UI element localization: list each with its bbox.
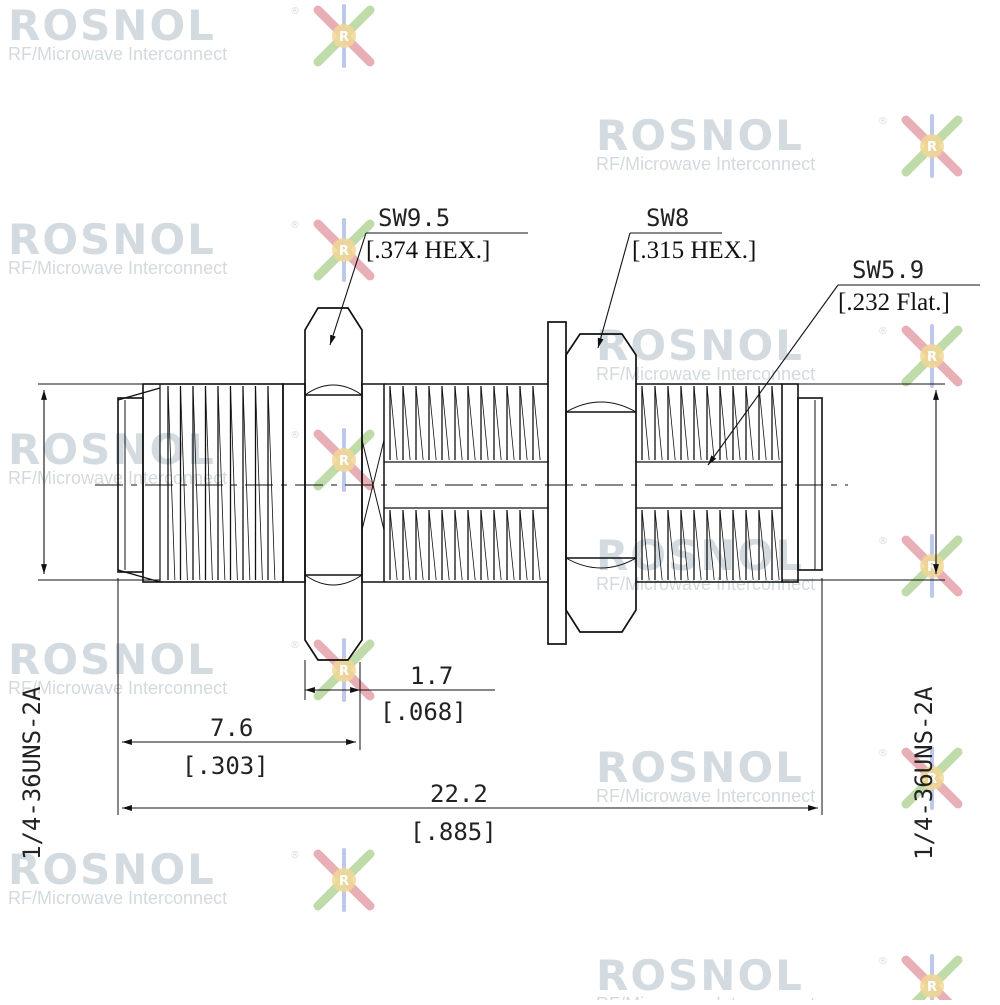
sw8-inch-label: [.315 HEX.] — [632, 237, 756, 264]
right-thread-spec: 1/4-36UNS-2A — [910, 686, 938, 860]
rosnol-star-icon: R — [901, 746, 963, 810]
svg-text:®: ® — [290, 220, 300, 231]
rosnol-watermark: ROSNOL ® RF/Microwave Interconnect R — [596, 321, 963, 388]
rosnol-star-icon: R — [313, 4, 375, 68]
svg-text:RF/Microwave Interconnect: RF/Microwave Interconnect — [596, 574, 815, 594]
dim-22-2-in: [.885] — [410, 818, 497, 846]
svg-text:ROSNOL: ROSNOL — [8, 635, 216, 684]
sw95-label: SW9.5 — [378, 204, 450, 232]
right-thread-top — [636, 383, 782, 463]
svg-text:R: R — [339, 874, 349, 889]
rosnol-watermark: ROSNOL ® RF/Microwave Interconnect R — [8, 845, 375, 912]
svg-text:®: ® — [878, 116, 888, 127]
hex-collar — [361, 383, 385, 583]
sw8-label: SW8 — [646, 204, 689, 232]
lock-washer — [547, 321, 567, 645]
callout-leaders — [329, 232, 980, 466]
svg-text:®: ® — [878, 748, 888, 759]
svg-text:ROSNOL: ROSNOL — [8, 845, 216, 894]
svg-text:ROSNOL: ROSNOL — [8, 215, 216, 264]
svg-text:R: R — [927, 350, 937, 365]
svg-text:®: ® — [290, 850, 300, 861]
svg-text:RF/Microwave Interconnect: RF/Microwave Interconnect — [596, 364, 815, 384]
right-connector-end — [781, 383, 823, 583]
dim-1-7-in: [.068] — [380, 698, 467, 726]
watermark-layer: ROSNOL®RF/Microwave InterconnectRROSNOL®… — [8, 1, 963, 1005]
svg-text:R: R — [927, 560, 937, 575]
svg-text:RF/Microwave Interconnect: RF/Microwave Interconnect — [8, 44, 227, 64]
extension-lines — [117, 578, 823, 815]
svg-text:®: ® — [878, 956, 888, 967]
svg-text:ROSNOL: ROSNOL — [596, 111, 804, 160]
svg-text:RF/Microwave Interconnect: RF/Microwave Interconnect — [8, 888, 227, 908]
svg-text:R: R — [339, 664, 349, 679]
rosnol-star-icon: R — [901, 114, 963, 178]
svg-text:RF/Microwave Interconnect: RF/Microwave Interconnect — [8, 258, 227, 278]
svg-text:RF/Microwave Interconnect: RF/Microwave Interconnect — [596, 786, 815, 806]
svg-text:R: R — [927, 140, 937, 155]
middle-thread-bottom — [384, 507, 548, 583]
svg-text:ROSNOL: ROSNOL — [8, 425, 216, 474]
rosnol-star-icon: R — [901, 954, 963, 1005]
large-hex-body — [304, 307, 363, 661]
svg-text:R: R — [339, 30, 349, 45]
svg-text:RF/Microwave Interconnect: RF/Microwave Interconnect — [596, 154, 815, 174]
svg-text:R: R — [339, 454, 349, 469]
svg-text:®: ® — [878, 326, 888, 337]
middle-thread-top — [384, 383, 548, 463]
rosnol-star-icon: R — [313, 218, 375, 282]
svg-text:R: R — [927, 772, 937, 787]
svg-text:R: R — [927, 980, 937, 995]
rosnol-watermark: ROSNOL ® RF/Microwave Interconnect R — [596, 951, 963, 1005]
dim-22-2-mm: 22.2 — [430, 780, 488, 808]
rosnol-star-icon: R — [313, 638, 375, 702]
dim-7-6-in: [.303] — [182, 752, 269, 780]
svg-text:ROSNOL: ROSNOL — [596, 743, 804, 792]
rosnol-watermark: ROSNOL ® RF/Microwave Interconnect R — [8, 1, 375, 68]
svg-text:ROSNOL: ROSNOL — [596, 321, 804, 370]
thread-diameter-dims — [38, 383, 945, 581]
sw59-inch-label: [.232 Flat.] — [838, 289, 950, 316]
sw95-inch-label: [.374 HEX.] — [366, 237, 490, 264]
svg-text:®: ® — [290, 430, 300, 441]
rosnol-watermark: ROSNOL ® RF/Microwave Interconnect R — [8, 215, 375, 282]
rosnol-star-icon: R — [901, 324, 963, 388]
rosnol-watermark: ROSNOL ® RF/Microwave Interconnect R — [596, 743, 963, 810]
sw59-label: SW5.9 — [852, 256, 924, 284]
svg-text:®: ® — [290, 640, 300, 651]
dim-7-6-mm: 7.6 — [210, 714, 253, 742]
svg-text:ROSNOL: ROSNOL — [596, 531, 804, 580]
svg-text:®: ® — [290, 6, 300, 17]
rosnol-star-icon: R — [901, 534, 963, 598]
svg-text:R: R — [339, 244, 349, 259]
rosnol-watermark: ROSNOL ® RF/Microwave Interconnect R — [596, 531, 963, 598]
left-shoulder — [282, 383, 306, 583]
right-thread-bottom — [636, 507, 782, 583]
dim-1-7-mm: 1.7 — [410, 662, 453, 690]
svg-text:®: ® — [878, 536, 888, 547]
small-hex-nut — [565, 333, 637, 633]
svg-text:RF/Microwave Interconnect: RF/Microwave Interconnect — [596, 994, 815, 1000]
rosnol-watermark: ROSNOL ® RF/Microwave Interconnect R — [596, 111, 963, 178]
rosnol-star-icon: R — [313, 848, 375, 912]
svg-text:ROSNOL: ROSNOL — [8, 1, 216, 50]
left-thread-spec: 1/4-36UNS-2A — [18, 686, 46, 860]
svg-text:ROSNOL: ROSNOL — [596, 951, 804, 1000]
